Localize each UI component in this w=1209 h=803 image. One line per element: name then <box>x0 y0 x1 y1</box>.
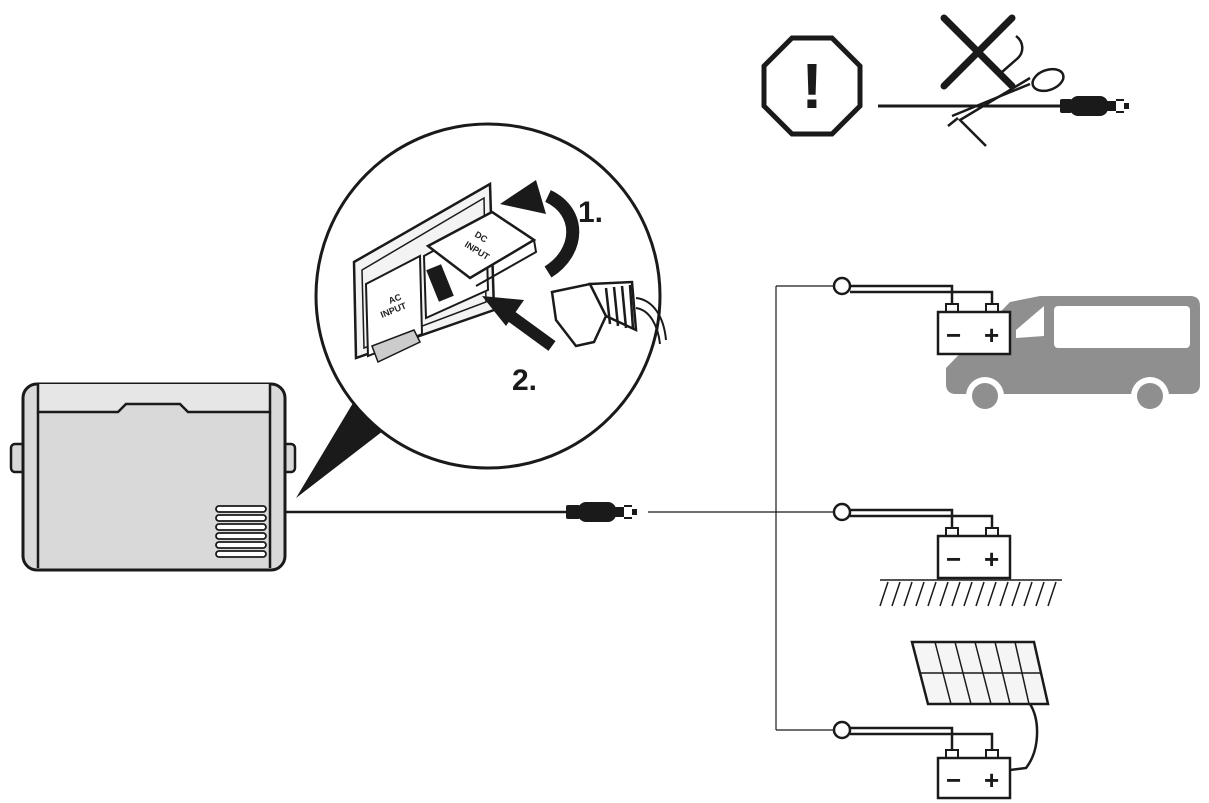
car-plug-icon <box>566 502 637 522</box>
zoom-callout-pointer <box>296 398 392 498</box>
step-1-label: 1. <box>578 196 603 229</box>
cooler-lid <box>36 384 272 414</box>
ground-hatch-icon <box>879 579 1062 607</box>
solar-battery-icon: − + <box>832 720 1012 800</box>
prohibition-x-icon <box>940 14 1016 90</box>
do-not-cut-cable-icon <box>878 14 1129 147</box>
ground-battery-plus: + <box>984 544 999 574</box>
small-car-plug-icon <box>1060 96 1129 116</box>
cooler-vent-grille <box>215 505 267 558</box>
ground-battery-minus: − <box>946 544 961 574</box>
rotate-arrow-icon <box>500 180 580 278</box>
insert-arrow-icon <box>482 296 556 351</box>
warning-octagon-icon: ! <box>761 35 863 137</box>
van-socket-terminal <box>832 276 852 296</box>
solar-panel-icon <box>910 640 1050 772</box>
warning-exclamation: ! <box>801 50 822 122</box>
ground-socket-terminal <box>832 502 852 522</box>
solar-socket-terminal <box>832 720 852 740</box>
van-battery-minus: − <box>946 320 961 350</box>
van-battery-icon: − + <box>832 276 1012 356</box>
scissors-icon <box>947 35 1065 147</box>
port-zoom-icon: AC INPUT DC INPUT 1. 2. <box>314 122 667 470</box>
van-battery-plus: + <box>984 320 999 350</box>
ac-input-port <box>364 254 424 358</box>
solar-battery-plus: + <box>984 765 999 795</box>
power-source-bus <box>775 285 838 731</box>
ground-battery-icon: − + <box>832 502 1012 580</box>
cooler-box-icon <box>9 382 297 572</box>
solar-battery-minus: − <box>946 765 961 795</box>
ac-input-label-line1: AC <box>387 292 403 306</box>
dc-plug-icon <box>550 280 667 348</box>
step-2-label: 2. <box>512 364 537 397</box>
